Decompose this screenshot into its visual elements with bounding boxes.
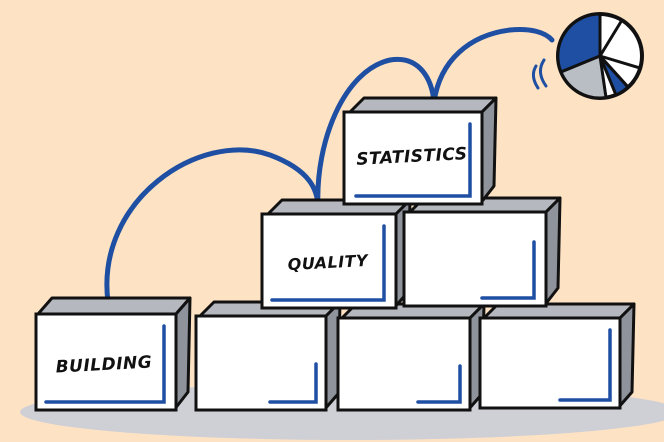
motion-lines-icon — [531, 58, 548, 90]
box-bottom-3 — [336, 302, 486, 412]
arc-quality-to-statistics — [315, 56, 437, 211]
box-building — [34, 296, 192, 412]
arc-building-to-quality — [104, 147, 321, 305]
box-middle-2 — [402, 196, 562, 308]
box-bottom-2 — [194, 300, 342, 412]
box-statistics — [342, 96, 498, 206]
pie-chart-icon — [556, 12, 644, 100]
arc-statistics-to-pie — [431, 27, 555, 105]
box-bottom-4 — [478, 302, 636, 410]
label-quality: QUALITY — [287, 251, 369, 274]
